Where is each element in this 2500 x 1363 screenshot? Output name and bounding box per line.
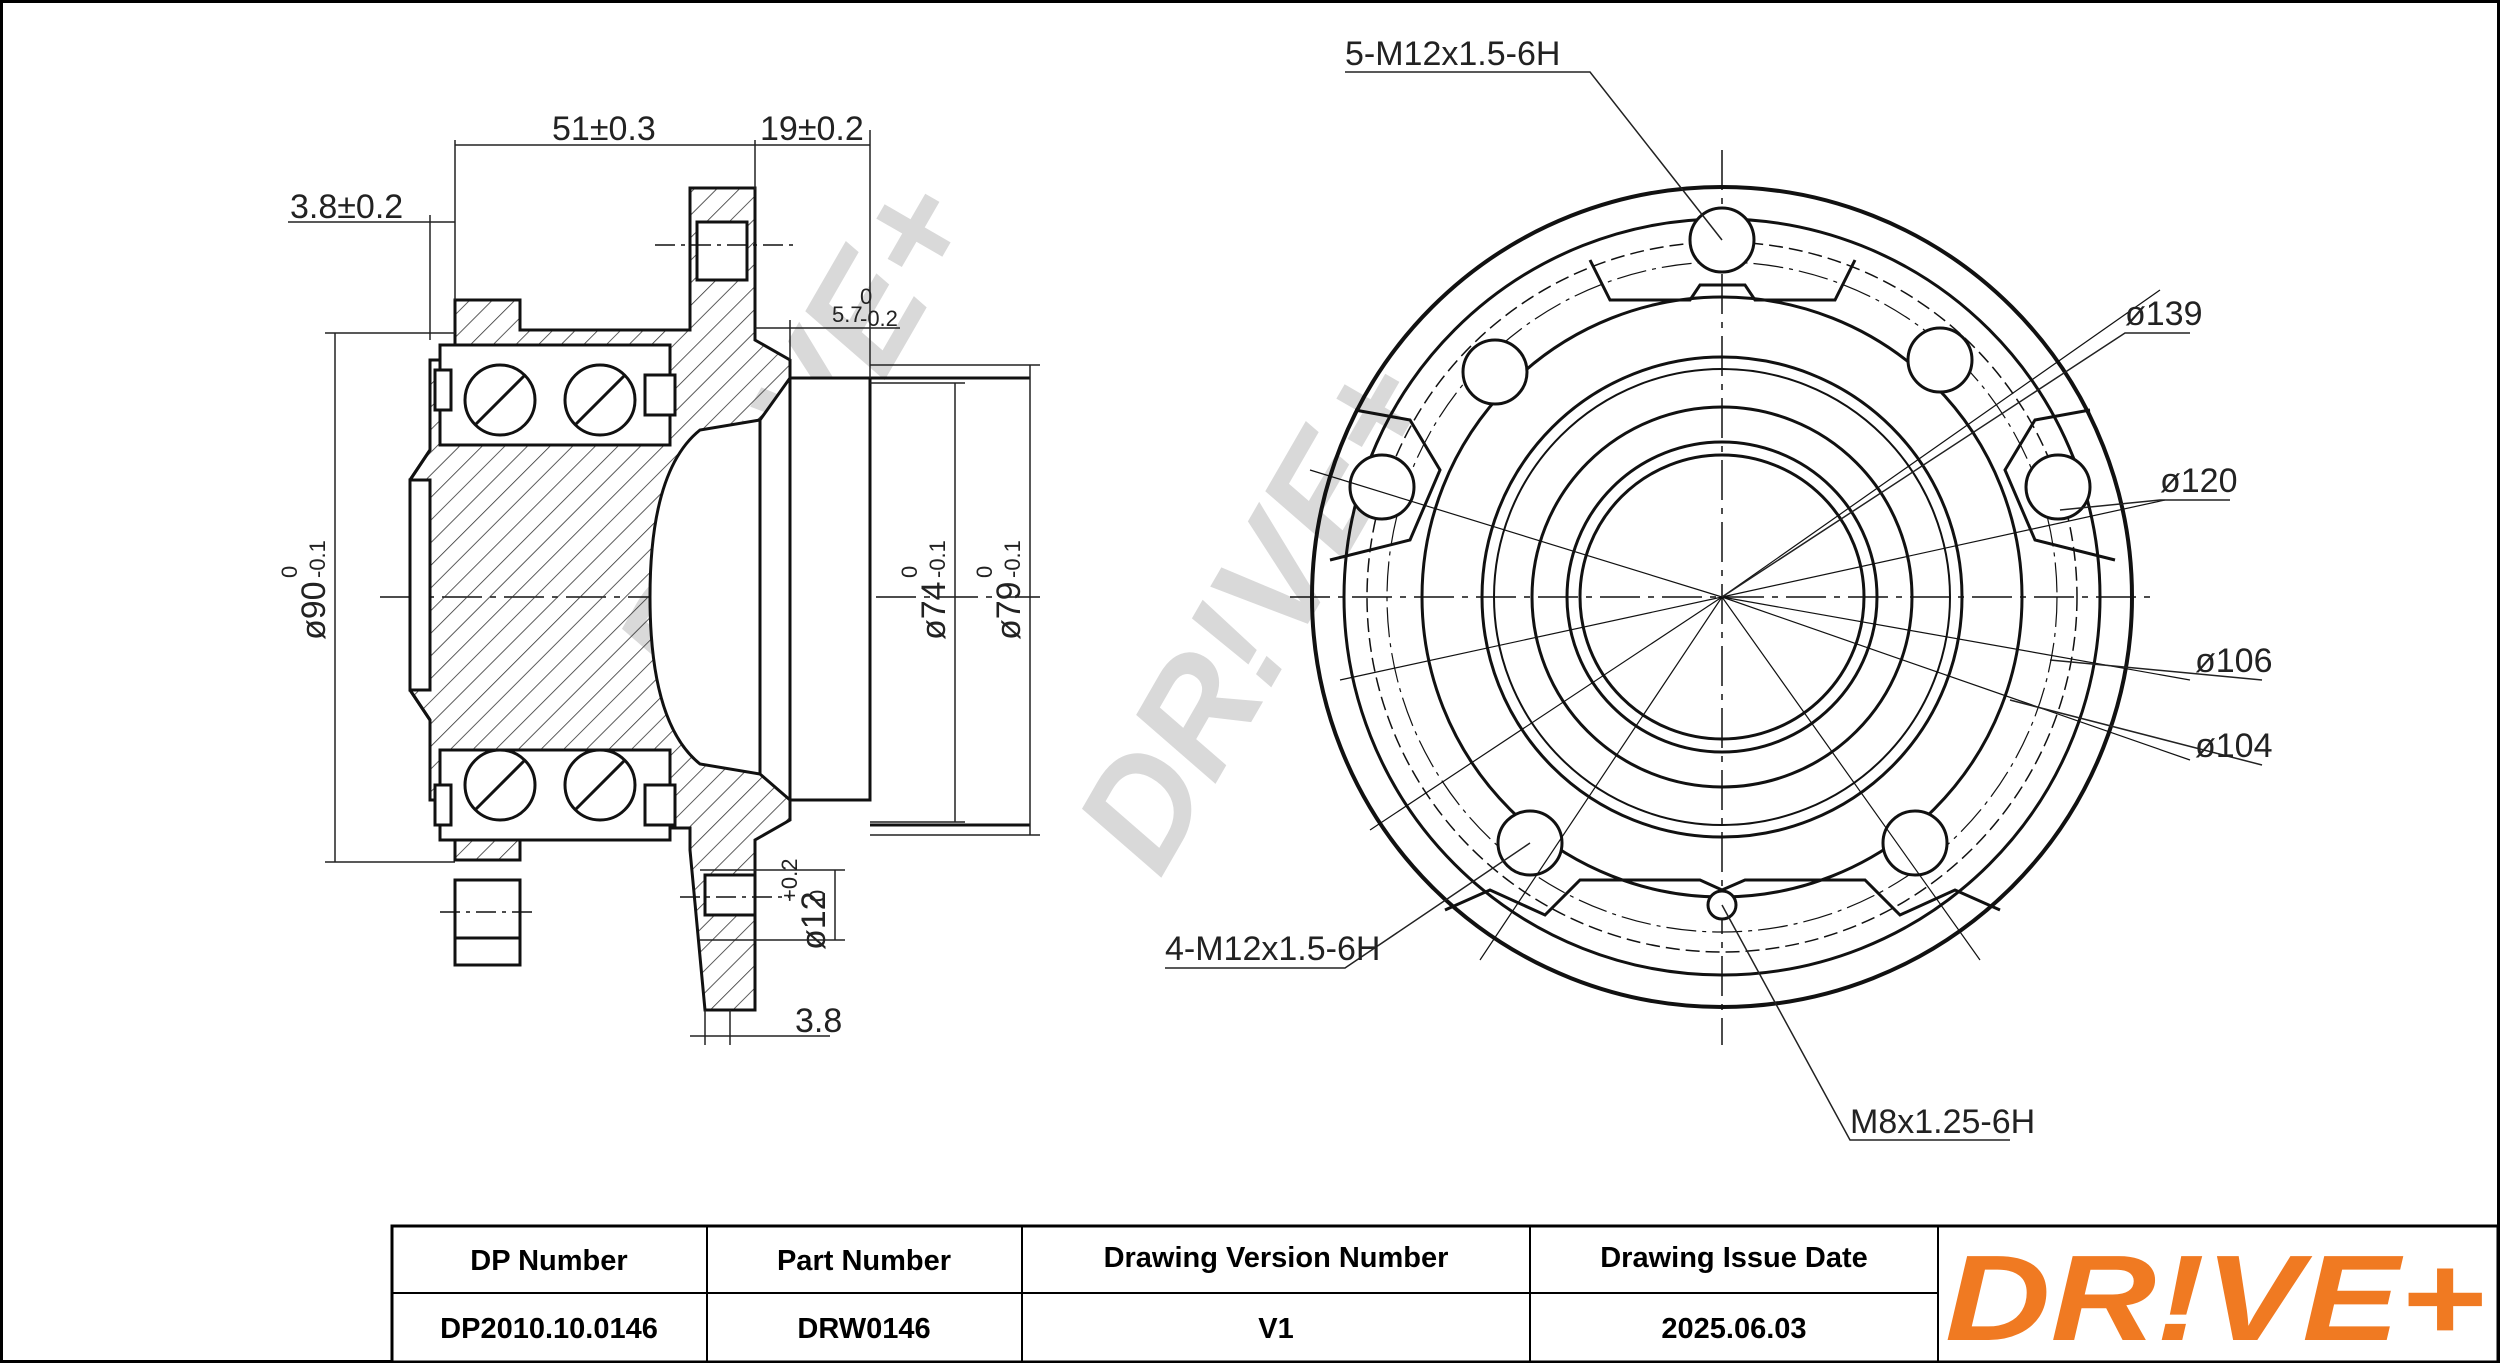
svg-text:-0.1: -0.1 bbox=[305, 540, 330, 578]
svg-text:0: 0 bbox=[897, 566, 922, 578]
dim-5-7-tol2: -0.2 bbox=[860, 306, 898, 331]
value-drawing-version: V1 bbox=[1258, 1313, 1293, 1345]
svg-text:ø79: ø79 bbox=[990, 581, 1028, 640]
dim-79-group: ø79 0 -0.1 bbox=[972, 540, 1028, 640]
svg-text:DR!VE+: DR!VE+ bbox=[1042, 332, 1465, 896]
dim-12-group: ø12 +0.2 0 bbox=[777, 859, 833, 950]
thread-top-label: 5-M12x1.5-6H bbox=[1345, 35, 1560, 73]
front-view bbox=[1290, 150, 2191, 1045]
dim-3-8-bottom: 3.8 bbox=[795, 1002, 842, 1040]
header-issue-date: Drawing Issue Date bbox=[1600, 1242, 1868, 1274]
watermark-right: DR!VE+ bbox=[1042, 332, 1465, 896]
dim-19: 19±0.2 bbox=[760, 110, 864, 148]
svg-text:ø12: ø12 bbox=[795, 891, 833, 950]
dim-90-group: ø90 0 -0.1 bbox=[277, 540, 333, 640]
thread-left-label: 4-M12x1.5-6H bbox=[1165, 930, 1380, 968]
dia-120-label: ø120 bbox=[2160, 462, 2238, 500]
dim-5-7-tol: 0 bbox=[860, 284, 872, 309]
header-part-number: Part Number bbox=[777, 1245, 951, 1277]
dia-104-label: ø104 bbox=[2195, 727, 2273, 765]
header-dp-number: DP Number bbox=[470, 1245, 627, 1277]
front-view-leaders bbox=[1165, 71, 2263, 1141]
dim-5-7: 5.7 bbox=[832, 302, 863, 327]
title-block: DP Number Part Number Drawing Version Nu… bbox=[390, 1224, 2500, 1363]
header-drawing-version: Drawing Version Number bbox=[1104, 1242, 1449, 1274]
side-section-view bbox=[380, 186, 1040, 1012]
dia-106-label: ø106 bbox=[2195, 642, 2273, 680]
svg-text:ø90: ø90 bbox=[295, 581, 333, 640]
side-view-dimensions bbox=[288, 130, 1040, 1045]
value-part-number: DRW0146 bbox=[797, 1313, 930, 1345]
svg-text:-0.1: -0.1 bbox=[1000, 540, 1025, 578]
dim-3-8-top: 3.8±0.2 bbox=[290, 188, 403, 226]
dim-51: 51±0.3 bbox=[552, 110, 656, 148]
svg-text:0: 0 bbox=[972, 566, 997, 578]
svg-text:0: 0 bbox=[277, 566, 302, 578]
svg-text:-0.1: -0.1 bbox=[925, 540, 950, 578]
thread-bottom-label: M8x1.25-6H bbox=[1850, 1103, 2035, 1141]
dia-139-label: ø139 bbox=[2125, 295, 2203, 333]
value-dp-number: DP2010.10.0146 bbox=[440, 1313, 658, 1345]
drive-plus-logo: DR!VE+ bbox=[1945, 1230, 2485, 1363]
svg-text:0: 0 bbox=[805, 890, 830, 902]
value-issue-date: 2025.06.03 bbox=[1661, 1313, 1806, 1345]
dim-74-group: ø74 0 -0.1 bbox=[897, 540, 953, 640]
svg-text:+0.2: +0.2 bbox=[777, 859, 802, 902]
svg-text:ø74: ø74 bbox=[915, 581, 953, 640]
